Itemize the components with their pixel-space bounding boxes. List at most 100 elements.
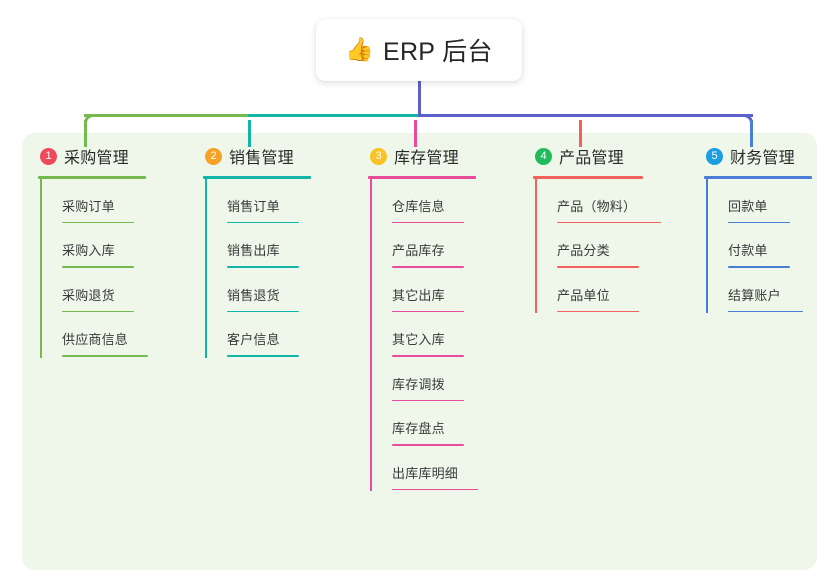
branch-spine-connector xyxy=(370,178,372,491)
branch-title: 库存管理 xyxy=(394,150,459,167)
branch-item[interactable]: 回款单 xyxy=(706,179,829,223)
branch-column-inventory: 3 库存管理仓库信息产品库存其它出库其它入库库存调拨库存盘点出库库明细 xyxy=(368,143,528,491)
branch-column-purchasing: 1 采购管理采购订单采购入库采购退货供应商信息 xyxy=(38,143,198,358)
branch-item-underline xyxy=(557,221,661,223)
branch-spine-connector xyxy=(706,178,708,313)
root-node-erp-backend[interactable]: 👍 ERP 后台 xyxy=(316,19,522,81)
branch-item-label: 产品库存 xyxy=(392,243,445,258)
root-node-title: ERP 后台 xyxy=(382,38,493,66)
diagram-panel-background xyxy=(22,133,817,570)
bus-segment-blue xyxy=(418,114,753,117)
branch-item-underline xyxy=(557,266,639,268)
branch-item[interactable]: 产品库存 xyxy=(370,223,528,268)
branch-item-label: 销售出库 xyxy=(227,243,280,258)
branch-header-underline xyxy=(533,176,643,179)
branch-item-underline xyxy=(62,310,134,312)
branch-item[interactable]: 仓库信息 xyxy=(370,179,528,223)
branch-drop-5 xyxy=(750,120,753,147)
branch-item-label: 采购退货 xyxy=(62,287,115,303)
branch-item-underline xyxy=(62,221,134,223)
thumbs-up-icon: 👍 xyxy=(345,35,374,62)
branch-item-underline xyxy=(728,221,790,223)
branch-item-underline xyxy=(227,310,299,312)
branch-header-underline xyxy=(368,176,476,179)
branch-item-underline xyxy=(62,355,148,357)
branch-item-underline xyxy=(392,444,464,446)
branch-item[interactable]: 采购入库 xyxy=(40,223,198,268)
branch-item[interactable]: 采购订单 xyxy=(40,179,198,223)
branch-header-underline xyxy=(704,176,812,179)
branch-item-label: 销售退货 xyxy=(227,287,280,303)
branch-item-label: 客户信息 xyxy=(227,332,280,347)
branch-item-list: 仓库信息产品库存其它出库其它入库库存调拨库存盘点出库库明细 xyxy=(368,178,528,491)
branch-item-label: 库存调拨 xyxy=(392,376,445,392)
branch-item[interactable]: 付款单 xyxy=(706,223,829,268)
branch-item-label: 付款单 xyxy=(728,243,768,258)
branch-item-label: 采购入库 xyxy=(62,243,115,258)
branch-item-underline xyxy=(392,310,464,312)
branch-item-label: 结算账户 xyxy=(728,287,781,303)
branch-item[interactable]: 库存调拨 xyxy=(370,357,528,401)
branch-item[interactable]: 结算账户 xyxy=(706,268,829,312)
trunk-vertical-connector xyxy=(418,81,421,116)
branch-item-label: 产品分类 xyxy=(557,243,610,258)
branch-item[interactable]: 客户信息 xyxy=(205,312,363,357)
branch-title: 采购管理 xyxy=(64,150,129,167)
branch-item-underline xyxy=(728,266,790,268)
branch-item[interactable]: 产品分类 xyxy=(535,223,698,268)
branch-item-list: 销售订单销售出库销售退货客户信息 xyxy=(203,178,363,358)
branch-header-underline xyxy=(203,176,311,179)
branch-header-purchasing[interactable]: 1 采购管理 xyxy=(38,143,198,169)
branch-item-list: 产品（物料） 产品分类产品单位 xyxy=(533,178,698,313)
branch-title: 财务管理 xyxy=(730,150,795,167)
branch-item-underline xyxy=(392,399,464,401)
branch-item-underline xyxy=(392,488,478,490)
branch-item-label: 其它入库 xyxy=(392,332,445,347)
branch-item-label: 回款单 xyxy=(728,198,768,214)
branch-item[interactable]: 其它入库 xyxy=(370,312,528,357)
branch-item-label: 出库库明细 xyxy=(392,465,459,481)
branch-item[interactable]: 销售退货 xyxy=(205,268,363,312)
branch-item-label: 供应商信息 xyxy=(62,332,129,347)
bus-segment-teal xyxy=(248,114,420,117)
branch-item-label: 产品单位 xyxy=(557,287,610,303)
branch-item[interactable]: 其它出库 xyxy=(370,268,528,312)
branch-number-badge: 2 xyxy=(205,147,222,165)
branch-item[interactable]: 出库库明细 xyxy=(370,446,528,490)
branch-title: 销售管理 xyxy=(229,150,294,167)
branch-item-underline xyxy=(557,310,639,312)
branch-header-sales[interactable]: 2 销售管理 xyxy=(203,143,363,169)
branch-item-underline xyxy=(227,355,299,357)
branch-item[interactable]: 产品（物料） xyxy=(535,179,698,223)
branch-header-inventory[interactable]: 3 库存管理 xyxy=(368,143,528,169)
branch-item-label: 仓库信息 xyxy=(392,198,445,214)
branch-item[interactable]: 销售订单 xyxy=(205,179,363,223)
branch-item[interactable]: 库存盘点 xyxy=(370,401,528,446)
branch-spine-connector xyxy=(205,178,207,358)
branch-header-underline xyxy=(38,176,146,179)
branch-number-badge: 1 xyxy=(40,147,57,165)
branch-item-label: 其它出库 xyxy=(392,287,445,303)
branch-drop-4 xyxy=(579,120,582,147)
branch-item-underline xyxy=(392,266,464,268)
branch-item-underline xyxy=(62,266,134,268)
root-node-content: 👍 ERP 后台 xyxy=(345,32,492,68)
branch-number-badge: 4 xyxy=(535,147,552,165)
branch-item[interactable]: 供应商信息 xyxy=(40,312,198,357)
branch-item-underline xyxy=(392,221,464,223)
branch-item-label: 销售订单 xyxy=(227,198,280,214)
branch-item[interactable]: 销售出库 xyxy=(205,223,363,268)
branch-item-underline xyxy=(728,310,803,312)
branch-spine-connector xyxy=(40,178,42,358)
bus-segment-green xyxy=(84,114,250,117)
branch-number-badge: 3 xyxy=(370,147,387,165)
branch-item[interactable]: 产品单位 xyxy=(535,268,698,312)
branch-column-sales: 2 销售管理销售订单销售出库销售退货客户信息 xyxy=(203,143,363,358)
branch-item-underline xyxy=(227,266,299,268)
branch-item[interactable]: 采购退货 xyxy=(40,268,198,312)
branch-item-label: 产品（物料） xyxy=(557,198,637,214)
